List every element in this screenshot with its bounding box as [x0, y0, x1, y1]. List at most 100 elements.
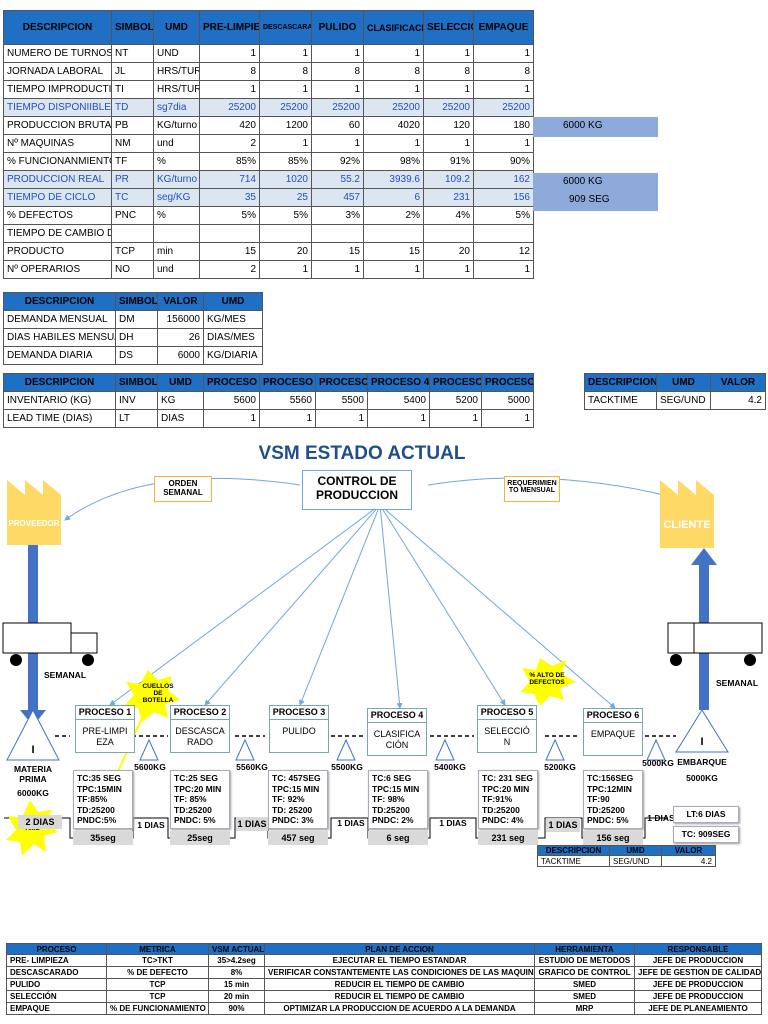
header-cell: PROCESO 6 — [481, 373, 534, 392]
inventory-label: 5000KG — [642, 758, 674, 768]
table-cell: VERIFICAR CONSTANTEMENTE LAS CONDICIONES… — [264, 966, 535, 979]
process-data-line: TD:25200 — [174, 804, 212, 815]
lt-total: LT:6 DIAS — [673, 806, 739, 823]
dias-4: 1 DIAS — [439, 818, 467, 828]
header-cell: UMD — [153, 10, 200, 45]
table-row: DIAS HABILES MENSUALESDH26DIAS/MES — [3, 328, 263, 347]
table-cell: 1 — [429, 409, 482, 428]
emb-label: EMBARQUE — [677, 757, 727, 767]
requerimiento-note: REQUERIMIEN TO MENSUAL — [504, 476, 560, 502]
inventory-label: 5400KG — [434, 762, 466, 772]
table-cell: TC — [111, 188, 154, 207]
table-cell: OPTIMIZAR LA PRODUCCION DE ACUERDO A LA … — [264, 1002, 535, 1015]
emb-kg: 5000KG — [686, 773, 718, 783]
table-cell: 35>4.2seg — [208, 954, 265, 967]
process-name: SELECCIÓN — [484, 726, 530, 747]
header-cell: METRICA — [106, 943, 209, 955]
table-cell: GRAFICO DE CONTROL — [534, 966, 635, 979]
header-cell: EMPAQUE — [473, 10, 534, 45]
process-data-line: TC:25 SEG — [174, 773, 218, 783]
process-name: PRE-LIMPIEZA — [82, 726, 128, 747]
inventory-label: 5500KG — [331, 762, 363, 772]
process-data-line: TPC:20 MIN — [174, 783, 222, 794]
dias-2: 1 DIAS — [236, 817, 268, 831]
process-data-line: TC: 457SEG — [272, 773, 321, 783]
table-cell: 231 — [423, 188, 474, 207]
process-data-line: TF:90 — [587, 794, 610, 804]
header-cell: CLASIFICACION — [363, 10, 424, 45]
process-data-line: PNDC:5% — [77, 815, 117, 825]
table-cell: 25200 — [259, 98, 312, 117]
cycle-time: 156 seg — [583, 831, 643, 845]
side-label-1: 6000 KG — [533, 117, 658, 137]
header-cell: PRE-LIMPIEZA — [199, 10, 260, 45]
process-data-line: PNDC: 4% — [482, 815, 524, 825]
process-name: PULIDO — [282, 726, 316, 736]
table-cell: DEMANDA DIARIA — [3, 346, 116, 365]
process-head: PROCESO 1 — [76, 706, 134, 720]
table-cell: 1 — [203, 409, 260, 428]
proveedor-label: PROVEEDOR — [8, 519, 60, 528]
process-head: PROCESO 5 — [478, 706, 536, 720]
table-cell: KG/DIARIA — [203, 346, 263, 365]
table-cell: 1 — [473, 260, 534, 279]
process-data-line: TF:85% — [77, 794, 108, 804]
header-cell: VALOR — [661, 845, 716, 856]
table-cell: 25200 — [199, 98, 260, 117]
process-name: EMPAQUE — [590, 729, 636, 739]
truck-icon-left — [2, 622, 98, 666]
process-data-line: PNDC: 3% — [272, 815, 314, 825]
process-data-line: PNDC: 5% — [174, 815, 216, 825]
table-cell: SELECCIÓN — [6, 990, 107, 1003]
table-cell: sg7dia — [153, 98, 200, 117]
table-cell: 1020 — [259, 170, 312, 189]
table-cell: 15 min — [208, 978, 265, 991]
dias-1: 1 DIAS — [137, 820, 165, 830]
table-cell: PULIDO — [6, 978, 107, 991]
process-data-line: TF: 98% — [372, 794, 405, 804]
cliente-label: CLIENTE — [663, 519, 711, 531]
cycle-time: 35seg — [73, 831, 133, 845]
process-box: PROCESO 5 SELECCIÓN — [477, 705, 537, 753]
header-cell: UMD — [609, 845, 662, 856]
table-cell: JEFE DE PRODUCCION — [634, 978, 762, 991]
table-cell: TACKTIME — [584, 391, 657, 410]
table-row: TIEMPO IMPRODUCTIVOTIHRS/TURN111111 — [3, 80, 534, 99]
table-cell: REDUCIR EL TIEMPO DE CAMBIO — [264, 990, 535, 1003]
factory-icon-left — [7, 480, 61, 545]
orden-semanal-note: ORDEN SEMANAL — [154, 476, 212, 502]
process-data-line: TD:25200 — [77, 804, 115, 815]
table-cell: JEFE DE PRODUCCION — [634, 990, 762, 1003]
vsm-title: VSM ESTADO ACTUAL — [258, 443, 466, 464]
table-cell: SEG/UND — [609, 855, 662, 867]
process-data-line: TC:156SEG — [587, 773, 634, 783]
header-cell: HERRAMIENTA — [534, 943, 635, 955]
process-head: PROCESO 2 — [171, 706, 229, 720]
control-produccion-box: CONTROL DE PRODUCCION — [302, 470, 412, 510]
mp-i: I — [31, 744, 35, 756]
table-cell: DS — [115, 346, 158, 365]
table-cell: 4.2 — [661, 855, 716, 867]
table-cell: MRP — [534, 1002, 635, 1015]
header-cell: SIMBOLO — [115, 373, 158, 392]
mp-label: MATERIA PRIMA — [13, 764, 53, 784]
emb-i: I — [700, 736, 704, 748]
